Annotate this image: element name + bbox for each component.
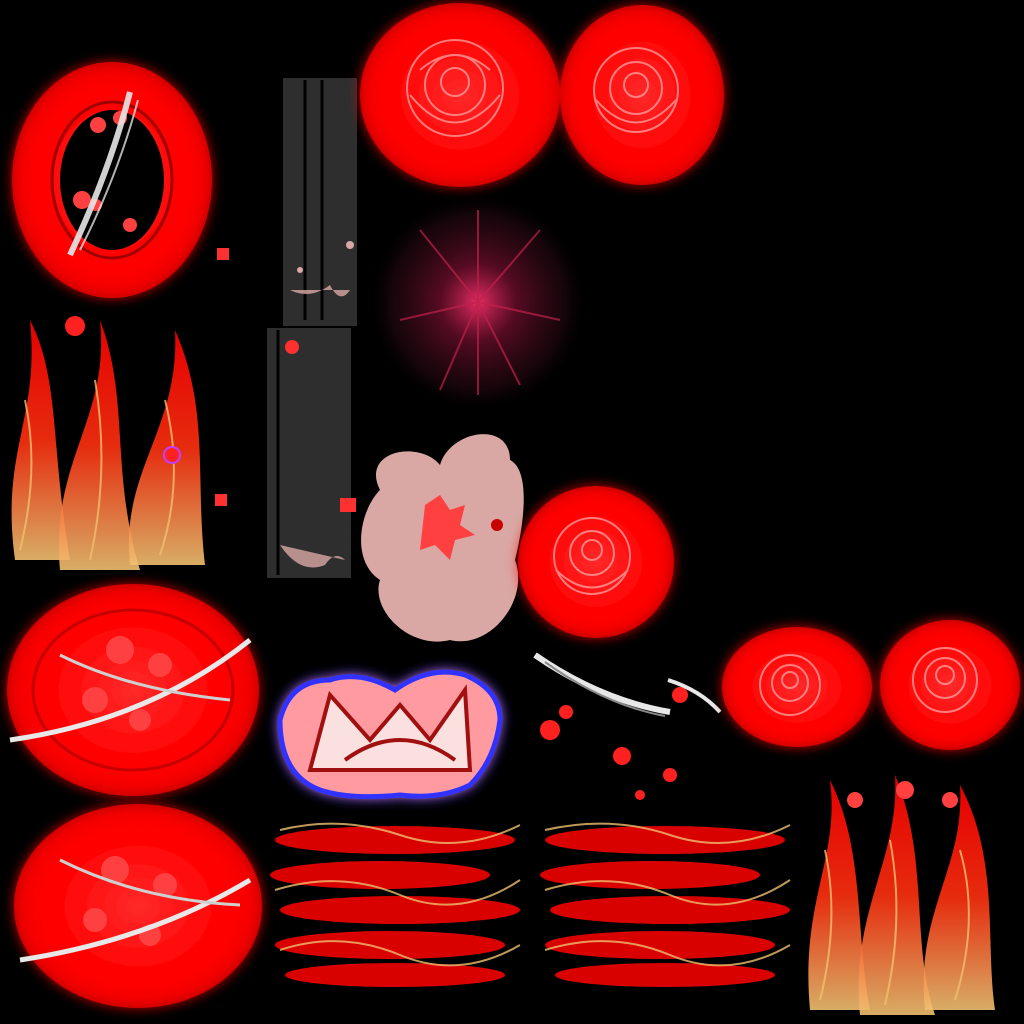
red-orb-slash-a-sprite	[7, 584, 259, 796]
rose-orb-top-right-sprite	[560, 5, 724, 185]
grey-strip-bottom-sprite	[267, 328, 356, 578]
red-flame-wave-left-sprite	[270, 822, 521, 987]
red-flame-column-left-sprite	[11, 316, 205, 570]
grey-strip-top-sprite	[283, 78, 357, 326]
small-red-dot-b	[215, 494, 227, 506]
rose-orb-top-left-sprite	[360, 3, 560, 187]
pink-smoke-cloud-sprite	[361, 434, 524, 642]
rose-orb-middle-sprite	[518, 486, 674, 638]
white-slash-with-droplets-sprite	[533, 652, 722, 800]
red-flame-column-right-sprite	[808, 775, 995, 1015]
red-ring-with-slash-sprite	[12, 62, 212, 298]
red-flame-wave-right-sprite	[540, 822, 791, 987]
crown-emblem-sprite	[277, 669, 503, 800]
small-red-dot-a	[217, 248, 229, 260]
rose-orb-bottom-left-sprite	[722, 627, 872, 747]
red-orb-slash-b-sprite	[14, 804, 262, 1008]
dark-burst-sprite	[368, 192, 588, 412]
rose-orb-bottom-right-sprite	[880, 620, 1020, 750]
